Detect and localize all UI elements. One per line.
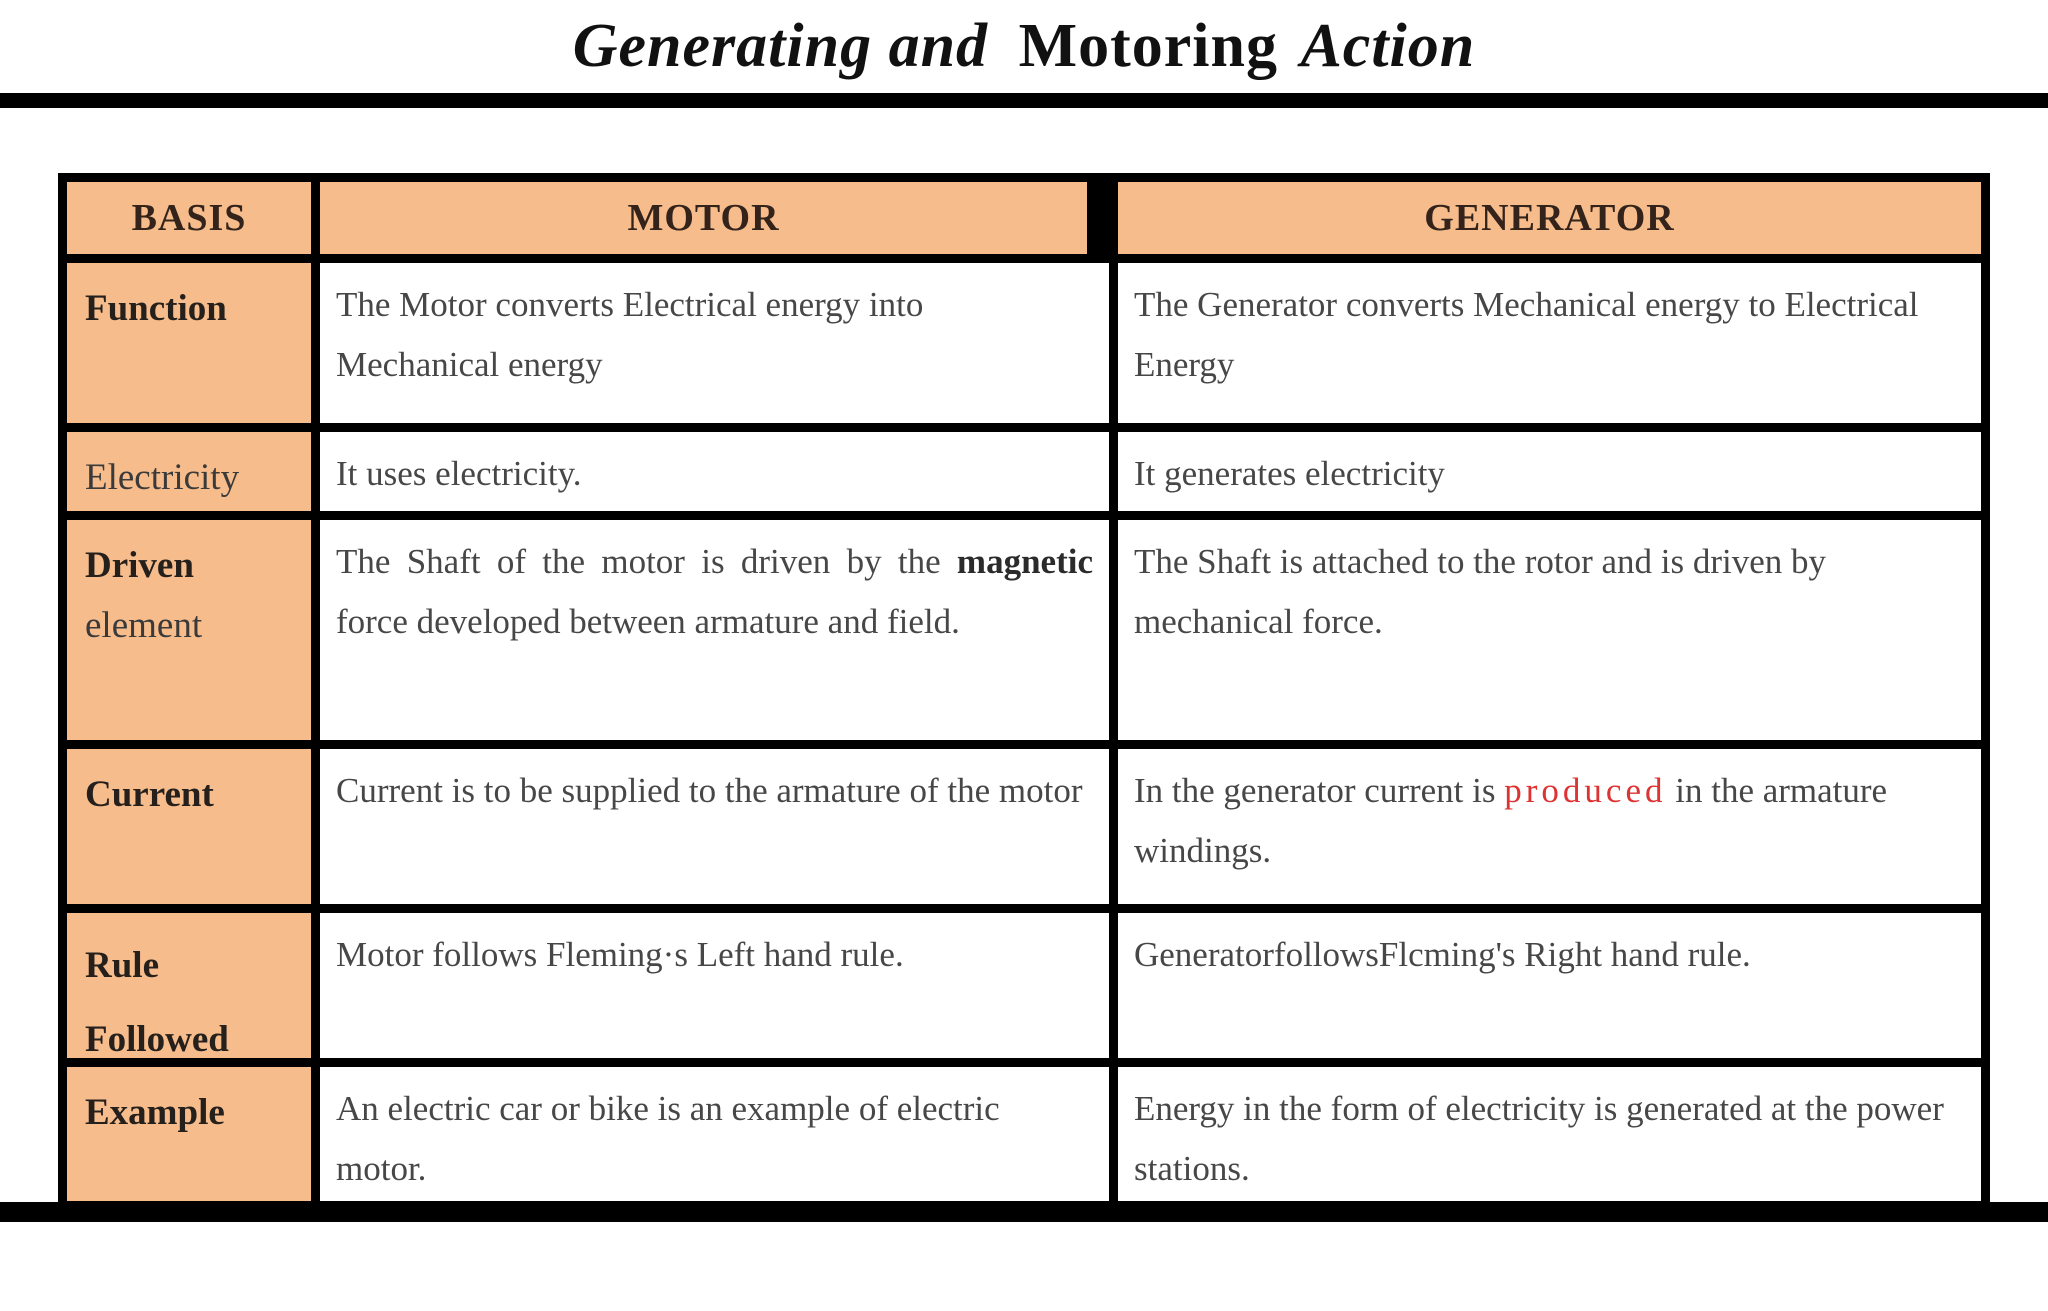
row-driven-label-line1: Driven	[85, 545, 194, 586]
row-current-generator-text-red: produced	[1504, 771, 1667, 810]
row-function-label: Function	[67, 263, 311, 423]
row-driven-generator-text: The Shaft is attached to the rotor and i…	[1134, 542, 1827, 642]
row-example-generator-text: Energy in the form of electricity is gen…	[1134, 1089, 1944, 1189]
row-driven-motor-text-bold: magnetic	[956, 542, 1093, 581]
row-current-motor-text: Current is to be supplied to the armatur…	[336, 771, 1083, 810]
row-example-motor-cell: An electric car or bike is an example of…	[320, 1067, 1109, 1201]
row-current-generator-cell: In the generator current is produced in …	[1118, 749, 1981, 904]
header-generator: GENERATOR	[1118, 182, 1981, 254]
page-title: Generating and Motoring Action	[0, 0, 2048, 92]
row-function-generator-text: The Generator converts Mechanical energy…	[1134, 285, 1919, 385]
row-rule-generator-text: GeneratorfollowsFlcming's Right hand rul…	[1134, 935, 1751, 974]
row-electricity-label: Electricity	[67, 432, 311, 511]
row-driven-motor-text-post: force developed between armature and fie…	[336, 602, 960, 642]
row-electricity-motor-text: It uses electricity.	[336, 454, 582, 493]
row-function-generator-cell: The Generator converts Mechanical energy…	[1118, 263, 1981, 423]
row-function-label-text: Function	[85, 288, 227, 329]
row-electricity-motor-cell: It uses electricity.	[320, 432, 1109, 511]
row-rule-motor-text: Motor follows Fleming·s Left hand rule.	[336, 935, 904, 974]
row-current-generator-text-pre: In the generator current is	[1134, 771, 1505, 810]
row-current-generator-text-post: in the armature windings.	[1134, 771, 1888, 871]
row-rule-generator-cell: GeneratorfollowsFlcming's Right hand rul…	[1118, 913, 1981, 1058]
title-part-action: Action	[1300, 12, 1476, 80]
row-current-label: Current	[67, 749, 311, 904]
row-electricity-generator-text: It generates electricity	[1134, 454, 1445, 493]
row-electricity-generator-cell: It generates electricity	[1118, 432, 1981, 511]
row-current-label-text: Current	[85, 774, 214, 815]
row-rule-label-line1: Rule	[85, 945, 159, 986]
row-electricity-label-text: Electricity	[85, 457, 240, 498]
row-rule-label: Rule Followed	[67, 913, 311, 1058]
row-function-motor-cell: The Motor converts Electrical energy int…	[320, 263, 1109, 423]
title-part-generating: Generating and	[572, 12, 989, 80]
row-example-label-text: Example	[85, 1092, 225, 1133]
row-driven-motor-text-pre: The Shaft of the motor is driven by the	[336, 542, 957, 581]
row-example-generator-cell: Energy in the form of electricity is gen…	[1118, 1067, 1981, 1201]
row-function-motor-text: The Motor converts Electrical energy int…	[336, 285, 924, 385]
row-driven-motor-cell: The Shaft of the motor is driven by the …	[320, 520, 1109, 740]
row-rule-label-line2: Followed	[85, 1019, 229, 1058]
bottom-divider-bar	[0, 1202, 2048, 1222]
comparison-table: BASIS MOTOR GENERATOR Function The Motor…	[58, 173, 1990, 1210]
row-driven-generator-cell: The Shaft is attached to the rotor and i…	[1118, 520, 1981, 740]
row-example-label: Example	[67, 1067, 311, 1201]
row-example-motor-text: An electric car or bike is an example of…	[336, 1089, 1000, 1189]
header-basis: BASIS	[67, 182, 311, 254]
title-part-motoring: Motoring	[1018, 12, 1278, 80]
row-driven-label: Driven element	[67, 520, 311, 740]
header-motor: MOTOR	[320, 182, 1109, 254]
row-rule-motor-cell: Motor follows Fleming·s Left hand rule.	[320, 913, 1109, 1058]
row-driven-label-line2: element	[85, 604, 203, 646]
row-current-motor-cell: Current is to be supplied to the armatur…	[320, 749, 1109, 904]
top-divider-bar	[0, 93, 2048, 108]
